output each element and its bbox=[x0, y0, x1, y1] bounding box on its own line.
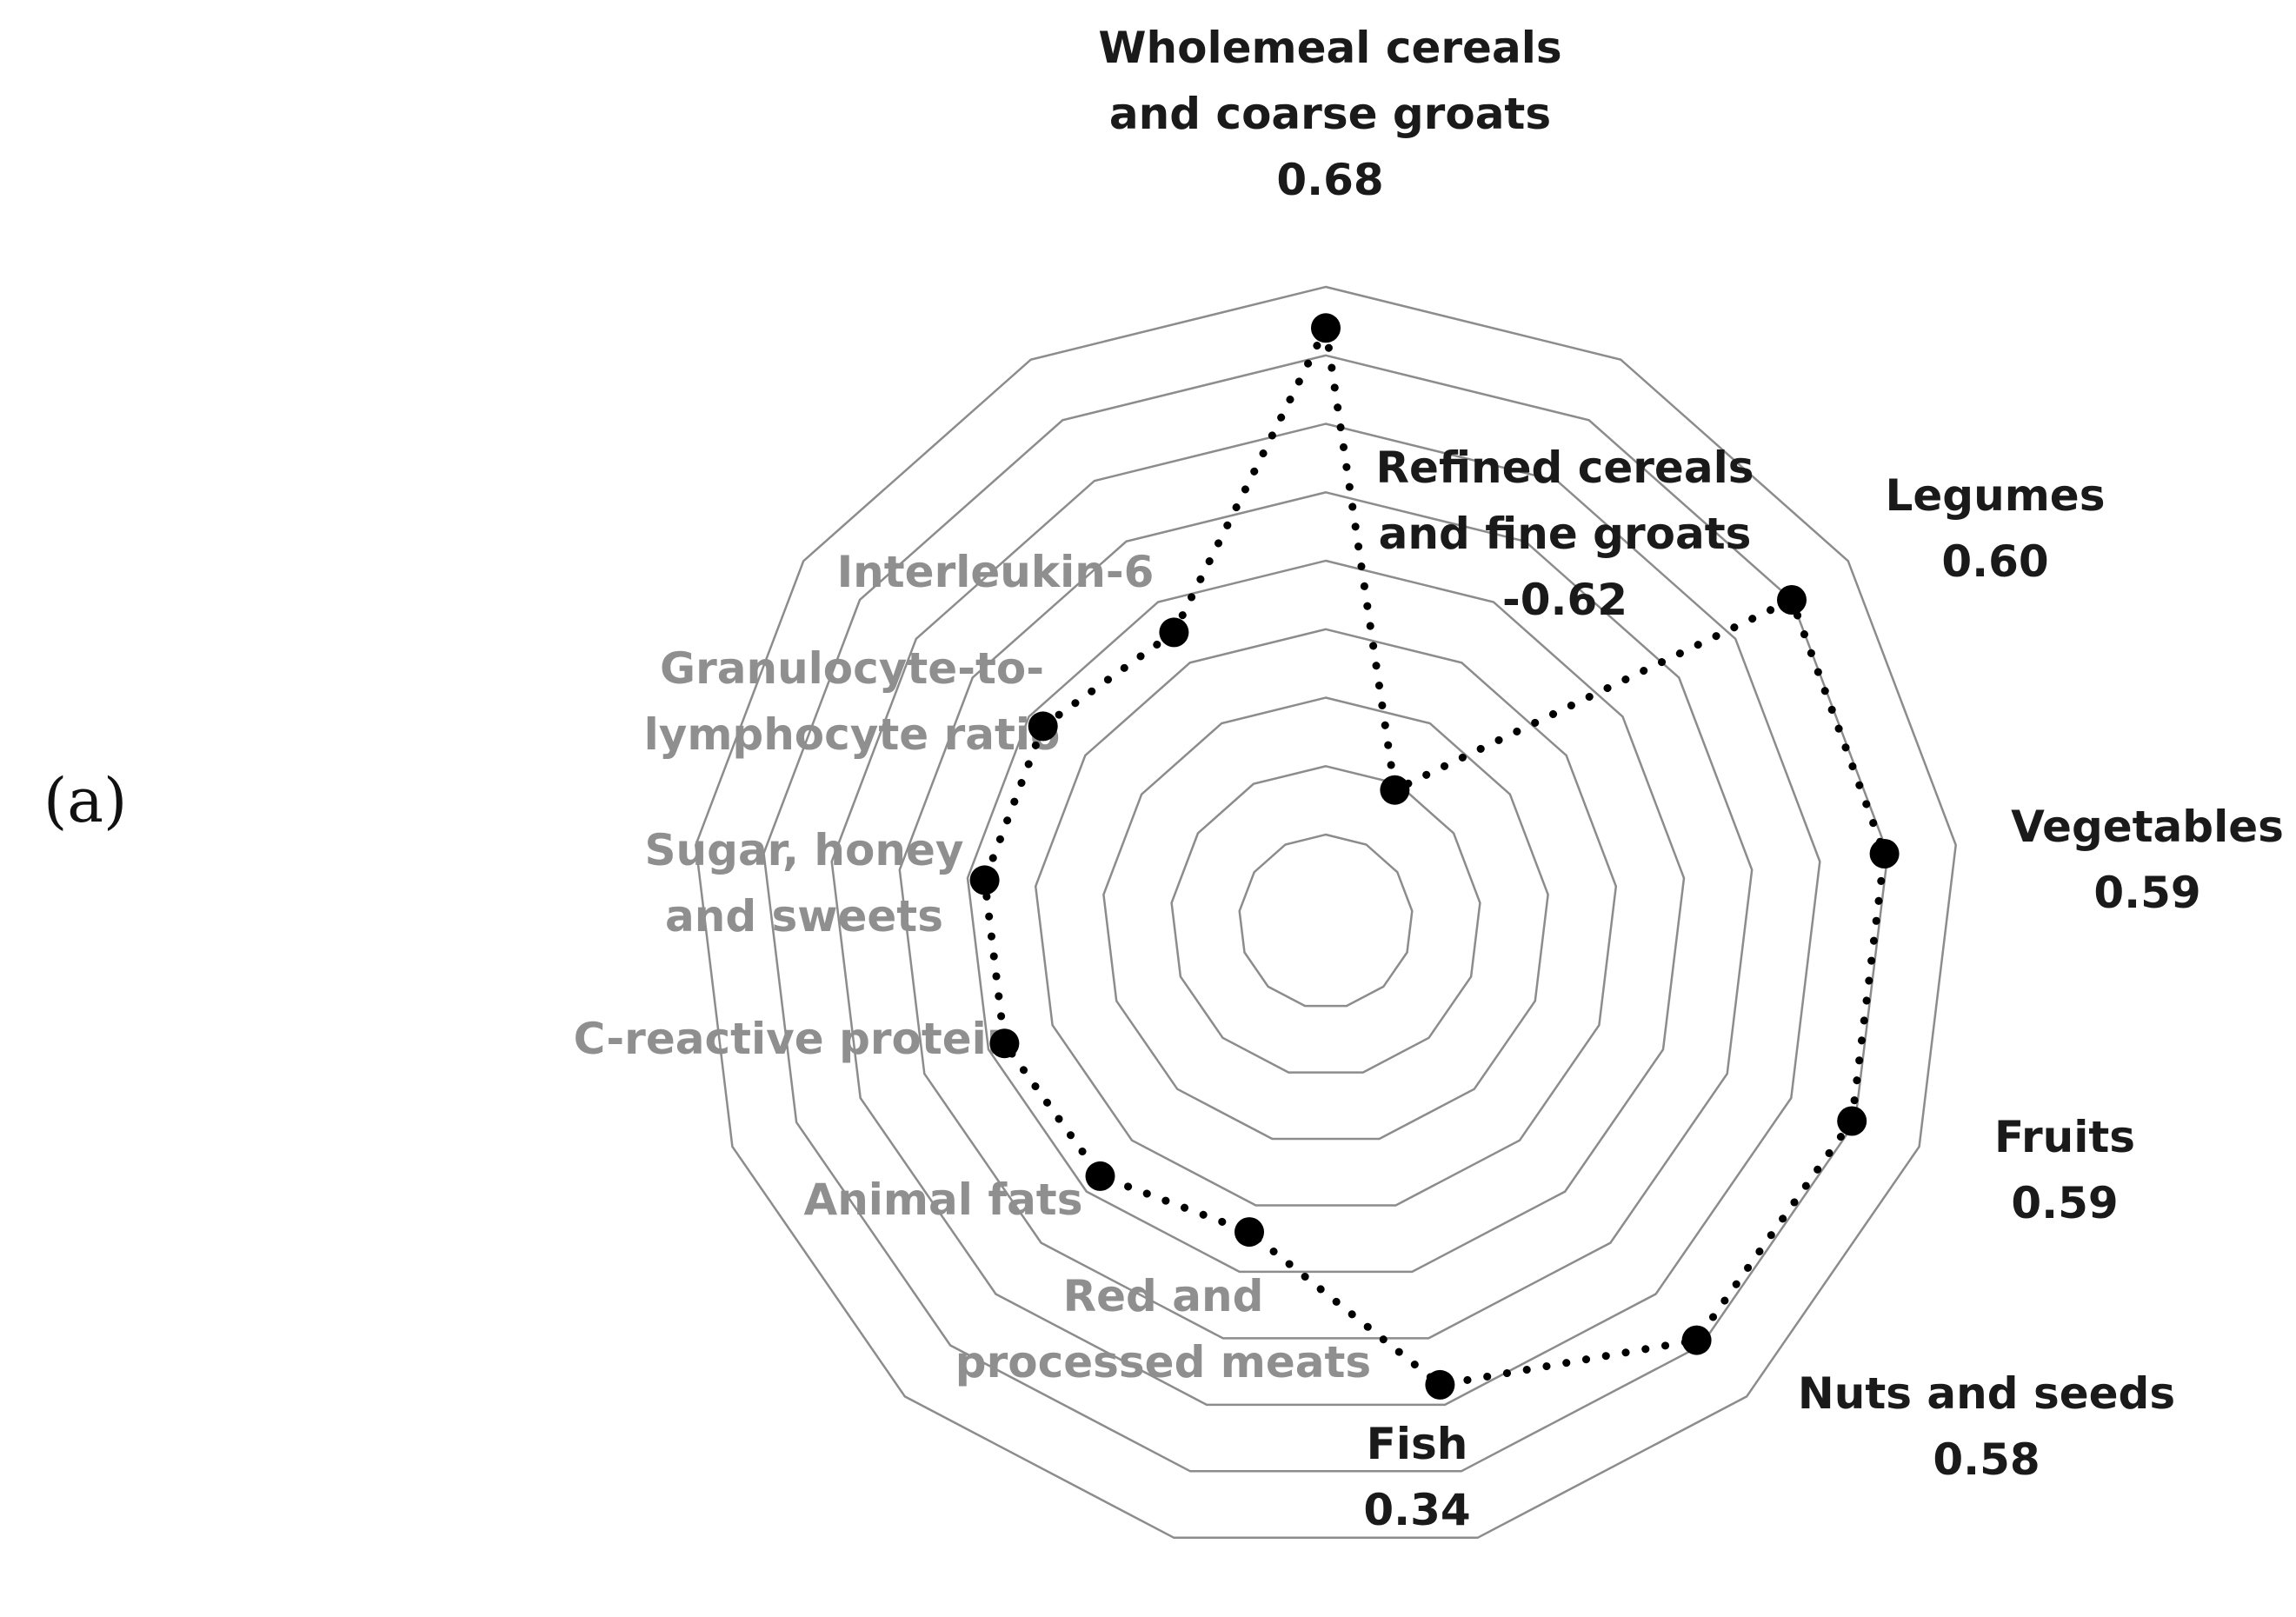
data-point bbox=[1085, 1161, 1115, 1191]
axis-label: and coarse groats bbox=[1109, 89, 1551, 139]
grid-ring bbox=[762, 354, 1889, 1473]
grid-ring bbox=[1238, 833, 1414, 1008]
value-label: 0.59 bbox=[2011, 1178, 2118, 1228]
data-point bbox=[1869, 839, 1900, 868]
axis-label: Interleukin-6 bbox=[837, 547, 1155, 597]
axis-label: Nuts and seeds bbox=[1798, 1368, 2175, 1419]
axis-label: Vegetables bbox=[2011, 802, 2284, 852]
axis-label: Refined cereals bbox=[1376, 443, 1754, 493]
value-label: -0.62 bbox=[1502, 575, 1627, 625]
data-point bbox=[1028, 711, 1058, 742]
panel-label: (a) bbox=[43, 765, 128, 836]
grid-ring bbox=[1102, 696, 1549, 1141]
grid-ring bbox=[1170, 765, 1481, 1074]
data-point bbox=[1235, 1217, 1264, 1248]
axis-label: Wholemeal cereals bbox=[1098, 23, 1561, 73]
data-point bbox=[969, 865, 1000, 895]
grid-ring bbox=[830, 423, 1821, 1407]
axis-label: Red and bbox=[1063, 1271, 1264, 1321]
data-point bbox=[1425, 1369, 1455, 1400]
data-point bbox=[1777, 585, 1807, 615]
grid-ring bbox=[966, 559, 1686, 1274]
axis-label: and sweets bbox=[665, 891, 943, 942]
grid-ring bbox=[898, 491, 1754, 1340]
axis-labels: Wholemeal cereals and coarse groats 0.68Re… bbox=[574, 23, 2284, 1535]
data-point bbox=[1837, 1106, 1867, 1136]
data-point bbox=[1311, 313, 1341, 343]
axis-label: Granulocyte-to- bbox=[660, 643, 1044, 694]
value-label: 0.68 bbox=[1276, 155, 1383, 205]
axis-label: Sugar, honey bbox=[645, 825, 964, 875]
grid bbox=[695, 285, 1957, 1540]
axis-label: lymphocyte ratio bbox=[644, 709, 1061, 760]
grid-ring bbox=[1034, 628, 1618, 1207]
value-label: 0.59 bbox=[2093, 868, 2200, 918]
axis-label: processed meats bbox=[955, 1337, 1371, 1387]
data-point bbox=[1681, 1325, 1712, 1355]
axis-label: Fish bbox=[1367, 1419, 1468, 1469]
data-point bbox=[1159, 617, 1189, 648]
axis-label: C-reactive protein bbox=[574, 1014, 1018, 1064]
axis-label: Legumes bbox=[1886, 470, 2106, 521]
value-label: 0.34 bbox=[1363, 1485, 1470, 1535]
axis-label: Animal fats bbox=[804, 1174, 1083, 1225]
grid-ring bbox=[695, 285, 1957, 1540]
data-point bbox=[1380, 775, 1410, 805]
axis-label: Fruits bbox=[1994, 1112, 2135, 1162]
data-point bbox=[989, 1028, 1020, 1059]
value-label: 0.58 bbox=[1933, 1434, 2040, 1485]
axis-label: and fine groats bbox=[1379, 509, 1752, 559]
value-label: 0.60 bbox=[1941, 536, 2048, 587]
